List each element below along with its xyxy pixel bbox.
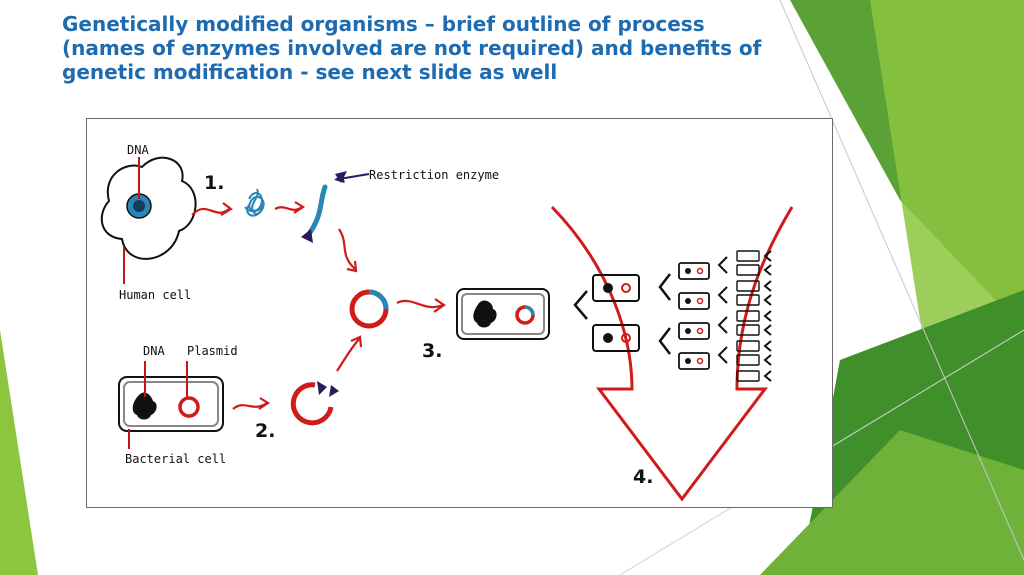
arrow-bacteria-to-plasmid (232, 397, 271, 410)
label-bacterial-cell: Bacterial cell (125, 452, 226, 466)
label-plasmid: Plasmid (187, 344, 238, 358)
bacterium-gen2-d (678, 352, 710, 370)
bacterium-gen1-b (592, 324, 640, 352)
enzyme-bottom-icon (301, 229, 313, 243)
bacterial-plasmid (178, 396, 200, 418)
green-shape-left (0, 330, 38, 575)
bacterium-gen2-a (678, 262, 710, 280)
big-funnel-arrow (550, 205, 794, 502)
enzyme-top-icon (335, 171, 347, 183)
green-shape-bottom (760, 430, 1024, 575)
extracted-dna-tangle (244, 188, 265, 217)
arrow-recombinant-to-bacterium (396, 298, 446, 313)
chevron-gen2-b (658, 327, 671, 355)
chevrons-gen4 (763, 250, 772, 382)
step-4-label: 4. (633, 466, 653, 488)
label-human-cell: Human cell (119, 288, 191, 302)
chevron-gen2-a (658, 273, 671, 301)
arrow-to-recombinant (338, 228, 358, 273)
enzyme-cut-left (317, 381, 327, 395)
label-dna-bacterial: DNA (143, 344, 165, 358)
human-dna-blob (133, 200, 145, 212)
gmo-process-diagram: DNA Human cell Restriction enzyme 1. (86, 118, 833, 508)
cut-plasmid (290, 382, 334, 426)
recombinant-plasmid-insert (368, 289, 389, 310)
bacterial-cell (118, 361, 224, 449)
chevrons-gen3 (717, 256, 728, 364)
human-cell (100, 156, 197, 284)
transformed-dna-blob (473, 300, 497, 328)
step-3-label: 3. (422, 340, 442, 362)
diagram-canvas: DNA Human cell Restriction enzyme 1. (100, 143, 794, 502)
bacteria-gen3-column (736, 250, 760, 382)
enzyme-cut-right (329, 385, 339, 397)
bacterium-gen2-c (678, 322, 710, 340)
thin-line-1 (779, 0, 1024, 561)
step-1-label: 1. (204, 172, 224, 194)
arrow-plasmid-to-recombinant (336, 335, 363, 372)
transformed-plasmid-insert (524, 305, 535, 316)
restriction-enzyme-pointer (334, 173, 370, 184)
slide-title: Genetically modified organisms – brief o… (62, 12, 762, 84)
transformed-bacterium (456, 288, 550, 340)
bacterium-gen2-b (678, 292, 710, 310)
label-restriction-enzyme: Restriction enzyme (369, 168, 499, 182)
bacterium-gen1-a (592, 274, 640, 302)
label-dna-human: DNA (127, 143, 149, 157)
chevron-gen1 (573, 290, 588, 320)
dna-cut-strand (306, 184, 328, 237)
step-2-label: 2. (255, 420, 275, 442)
arrow-cell-to-dna (191, 202, 233, 216)
arrow-dna-to-enzyme (274, 201, 306, 214)
bacterial-dna-blob (132, 392, 157, 420)
